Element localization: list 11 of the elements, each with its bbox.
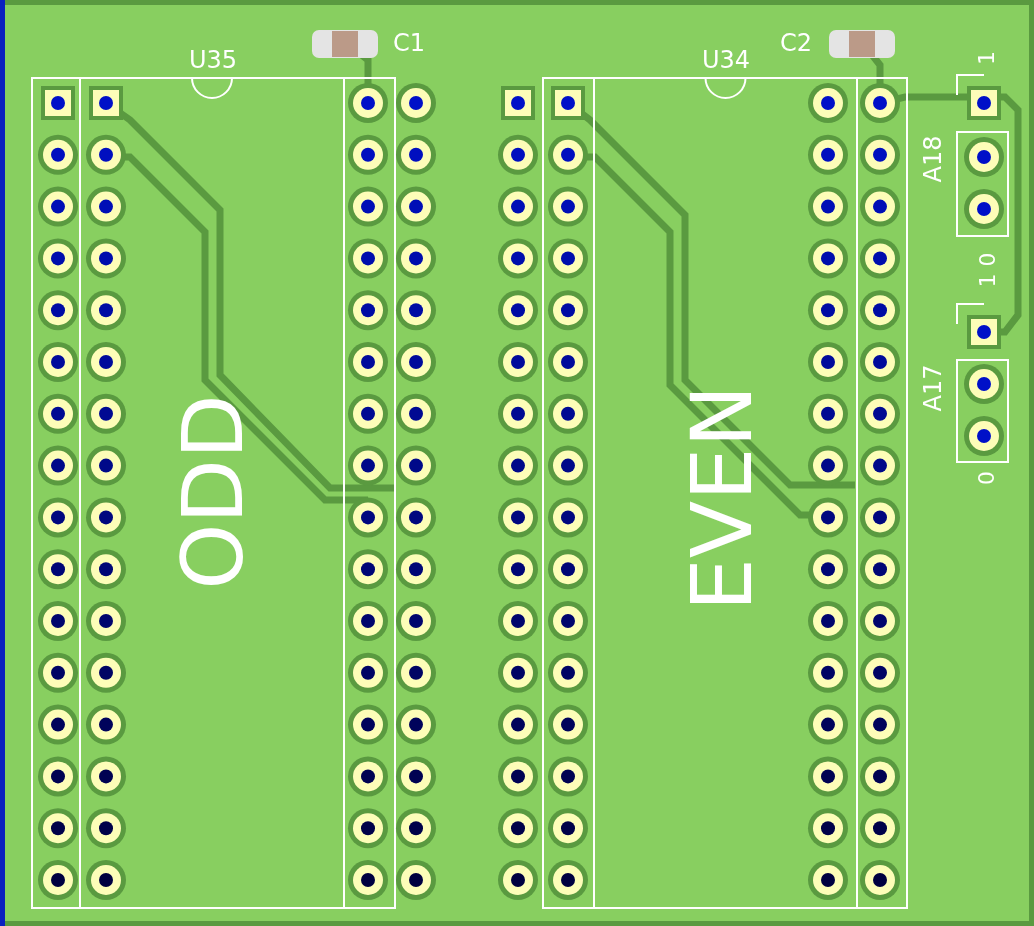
silkscreen-label: 1 0 [976,252,998,288]
silkscreen-label: C1 [393,31,426,55]
silkscreen-label: 1 [976,51,998,65]
silkscreen-label: U34 [702,48,751,72]
silkscreen-label: A17 [921,364,945,412]
silkscreen-label: A18 [921,135,945,183]
silkscreen-label: U35 [189,48,238,72]
silkscreen-label: 0 [976,471,998,485]
silkscreen-label: C2 [780,31,813,55]
board-label: ODD [170,394,255,590]
board-label: EVEN [680,384,765,612]
